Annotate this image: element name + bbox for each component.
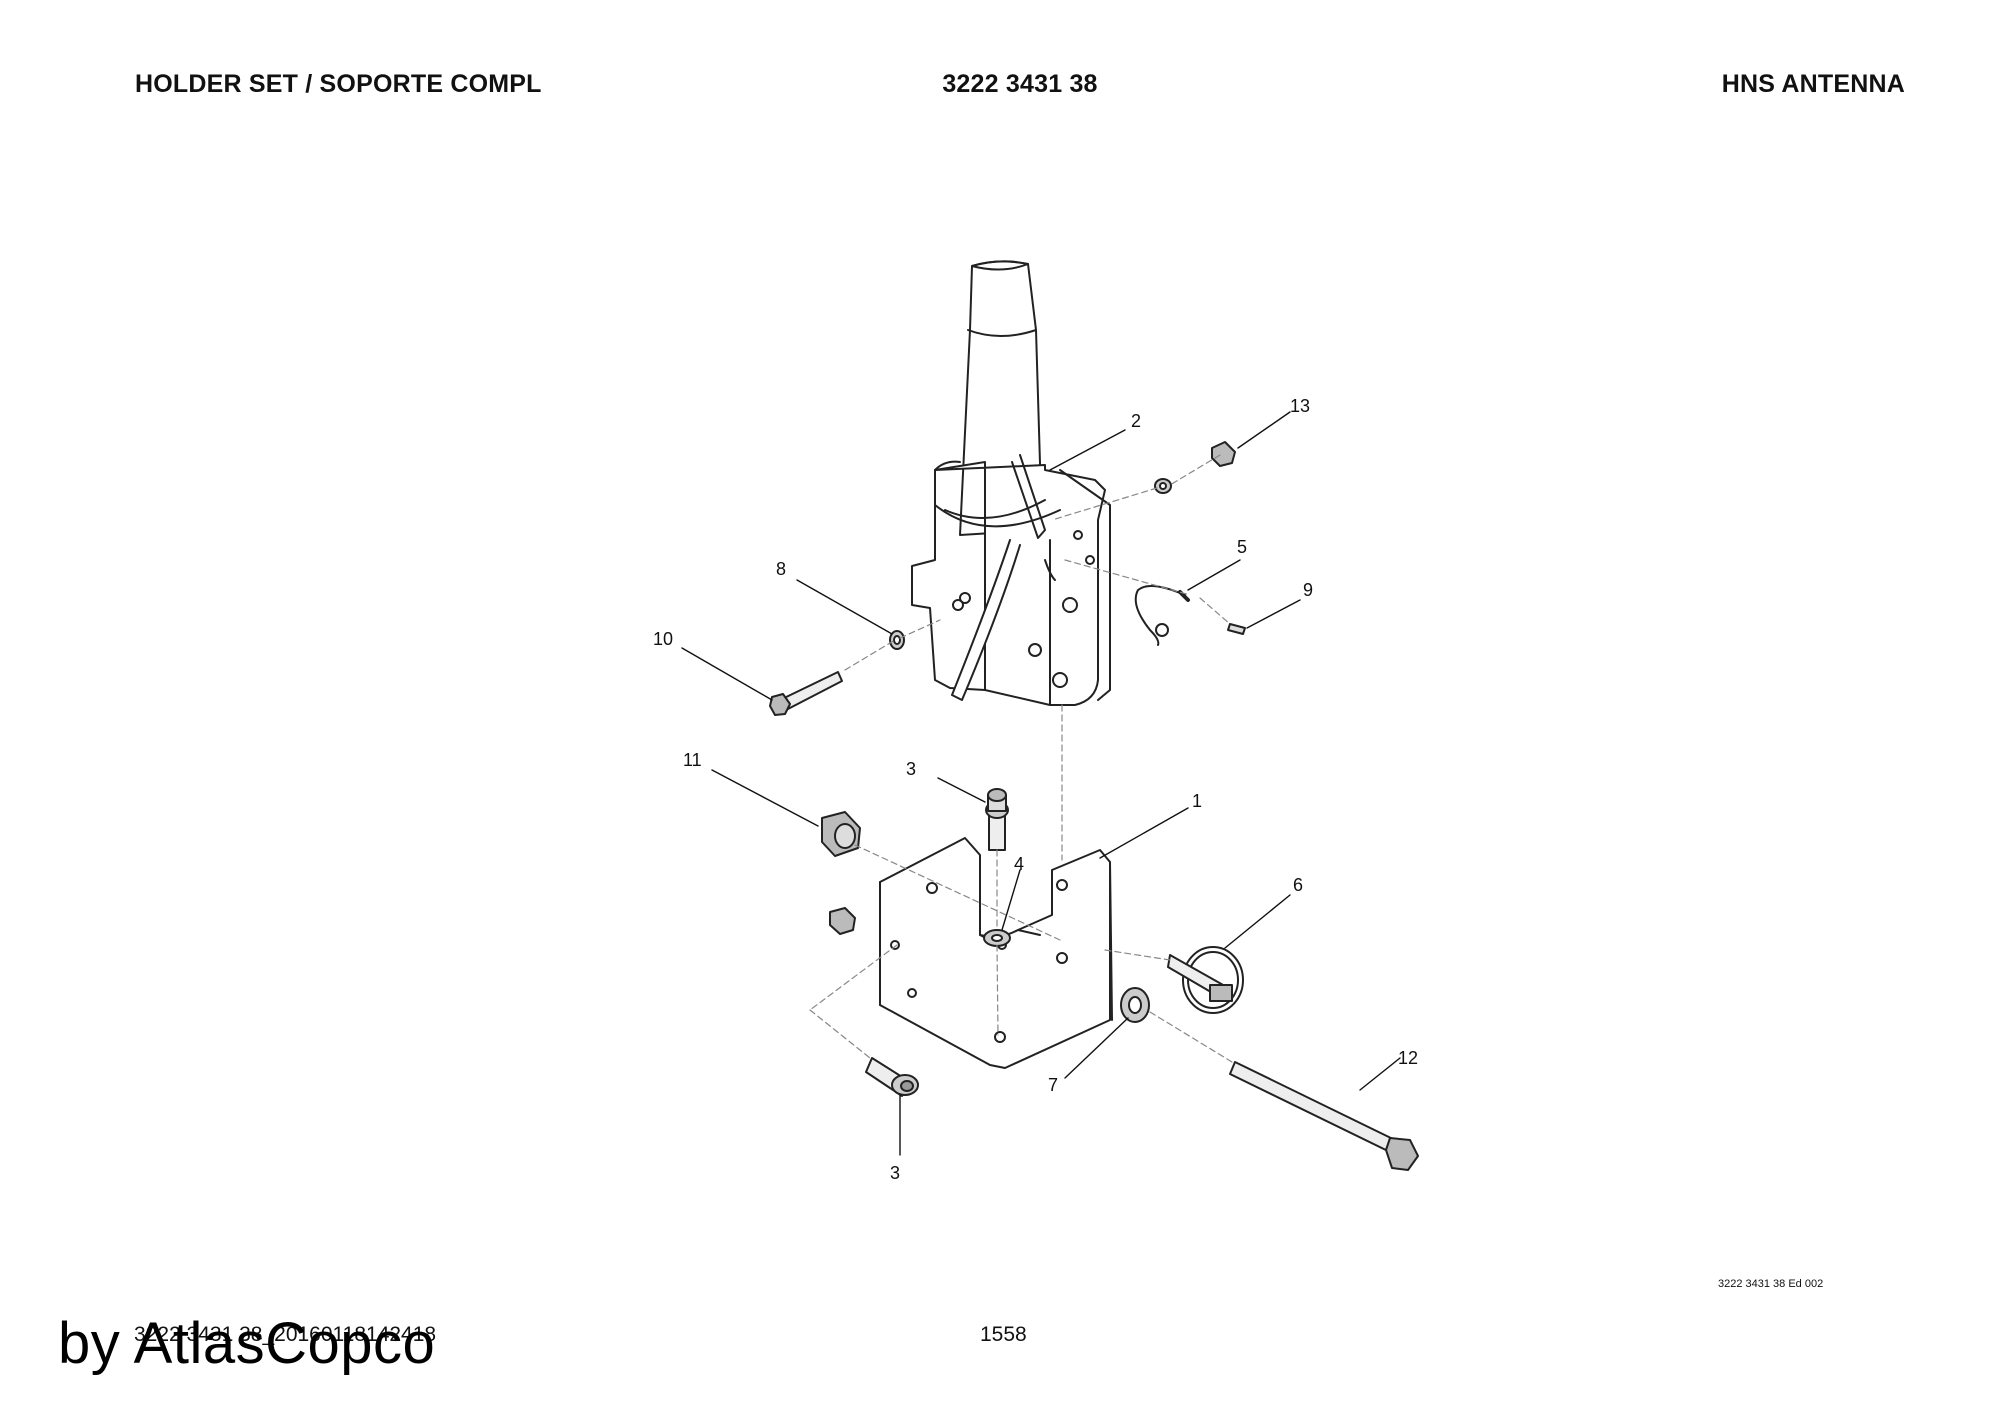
screw-9	[1227, 623, 1246, 635]
footer-document-code: 3222 3431 38_20160118142418	[134, 1323, 437, 1346]
callout-6: 6	[1293, 875, 1303, 895]
callout-10: 10	[653, 629, 673, 649]
upper-holder-bracket	[911, 460, 1111, 706]
callout-labels: 1 2 3 3 4 5 6 7 8 9 10 11 12 13	[653, 396, 1418, 1183]
callout-12: 12	[1398, 1048, 1418, 1068]
lanyard-5	[1134, 585, 1190, 646]
callout-8: 8	[776, 559, 786, 579]
page-number: 1558	[980, 1323, 1027, 1346]
callout-9: 9	[1303, 580, 1313, 600]
washer-small-upper	[1154, 478, 1172, 494]
lynch-pin-6	[1167, 946, 1244, 1014]
drawing-title: HOLDER SET / SOPORTE COMPL	[135, 70, 542, 98]
lock-nut-11	[821, 811, 861, 857]
callout-7: 7	[1048, 1075, 1058, 1095]
watermark: by AtlasCopco	[58, 1311, 436, 1376]
edition-label: 3222 3431 38 Ed 002	[1718, 1278, 1824, 1290]
callout-13: 13	[1290, 396, 1310, 416]
assembly-group: HNS ANTENNA	[1721, 70, 1905, 98]
washer-7	[1120, 987, 1150, 1023]
lower-holder-bracket	[879, 837, 1113, 1069]
callout-3-lower: 3	[890, 1163, 900, 1183]
small-nut	[829, 907, 856, 935]
assembly-lines	[809, 454, 1233, 1063]
callout-4: 4	[1014, 854, 1024, 874]
antenna-cable	[951, 454, 1046, 701]
nut-13	[1211, 441, 1236, 467]
washer-4	[983, 929, 1011, 947]
callout-5: 5	[1237, 537, 1247, 557]
callout-1: 1	[1192, 791, 1202, 811]
long-bolt-12	[1229, 1061, 1419, 1171]
socket-cap-screw-lower	[865, 1057, 919, 1097]
part-number: 3222 3431 38	[942, 70, 1098, 98]
washer-8	[889, 630, 905, 650]
callout-3-upper: 3	[906, 759, 916, 779]
callout-11: 11	[683, 750, 702, 770]
callout-2: 2	[1131, 411, 1141, 431]
socket-cap-screw-upper	[985, 788, 1009, 851]
leader-lines	[681, 411, 1401, 1156]
bolt-10	[769, 671, 843, 716]
